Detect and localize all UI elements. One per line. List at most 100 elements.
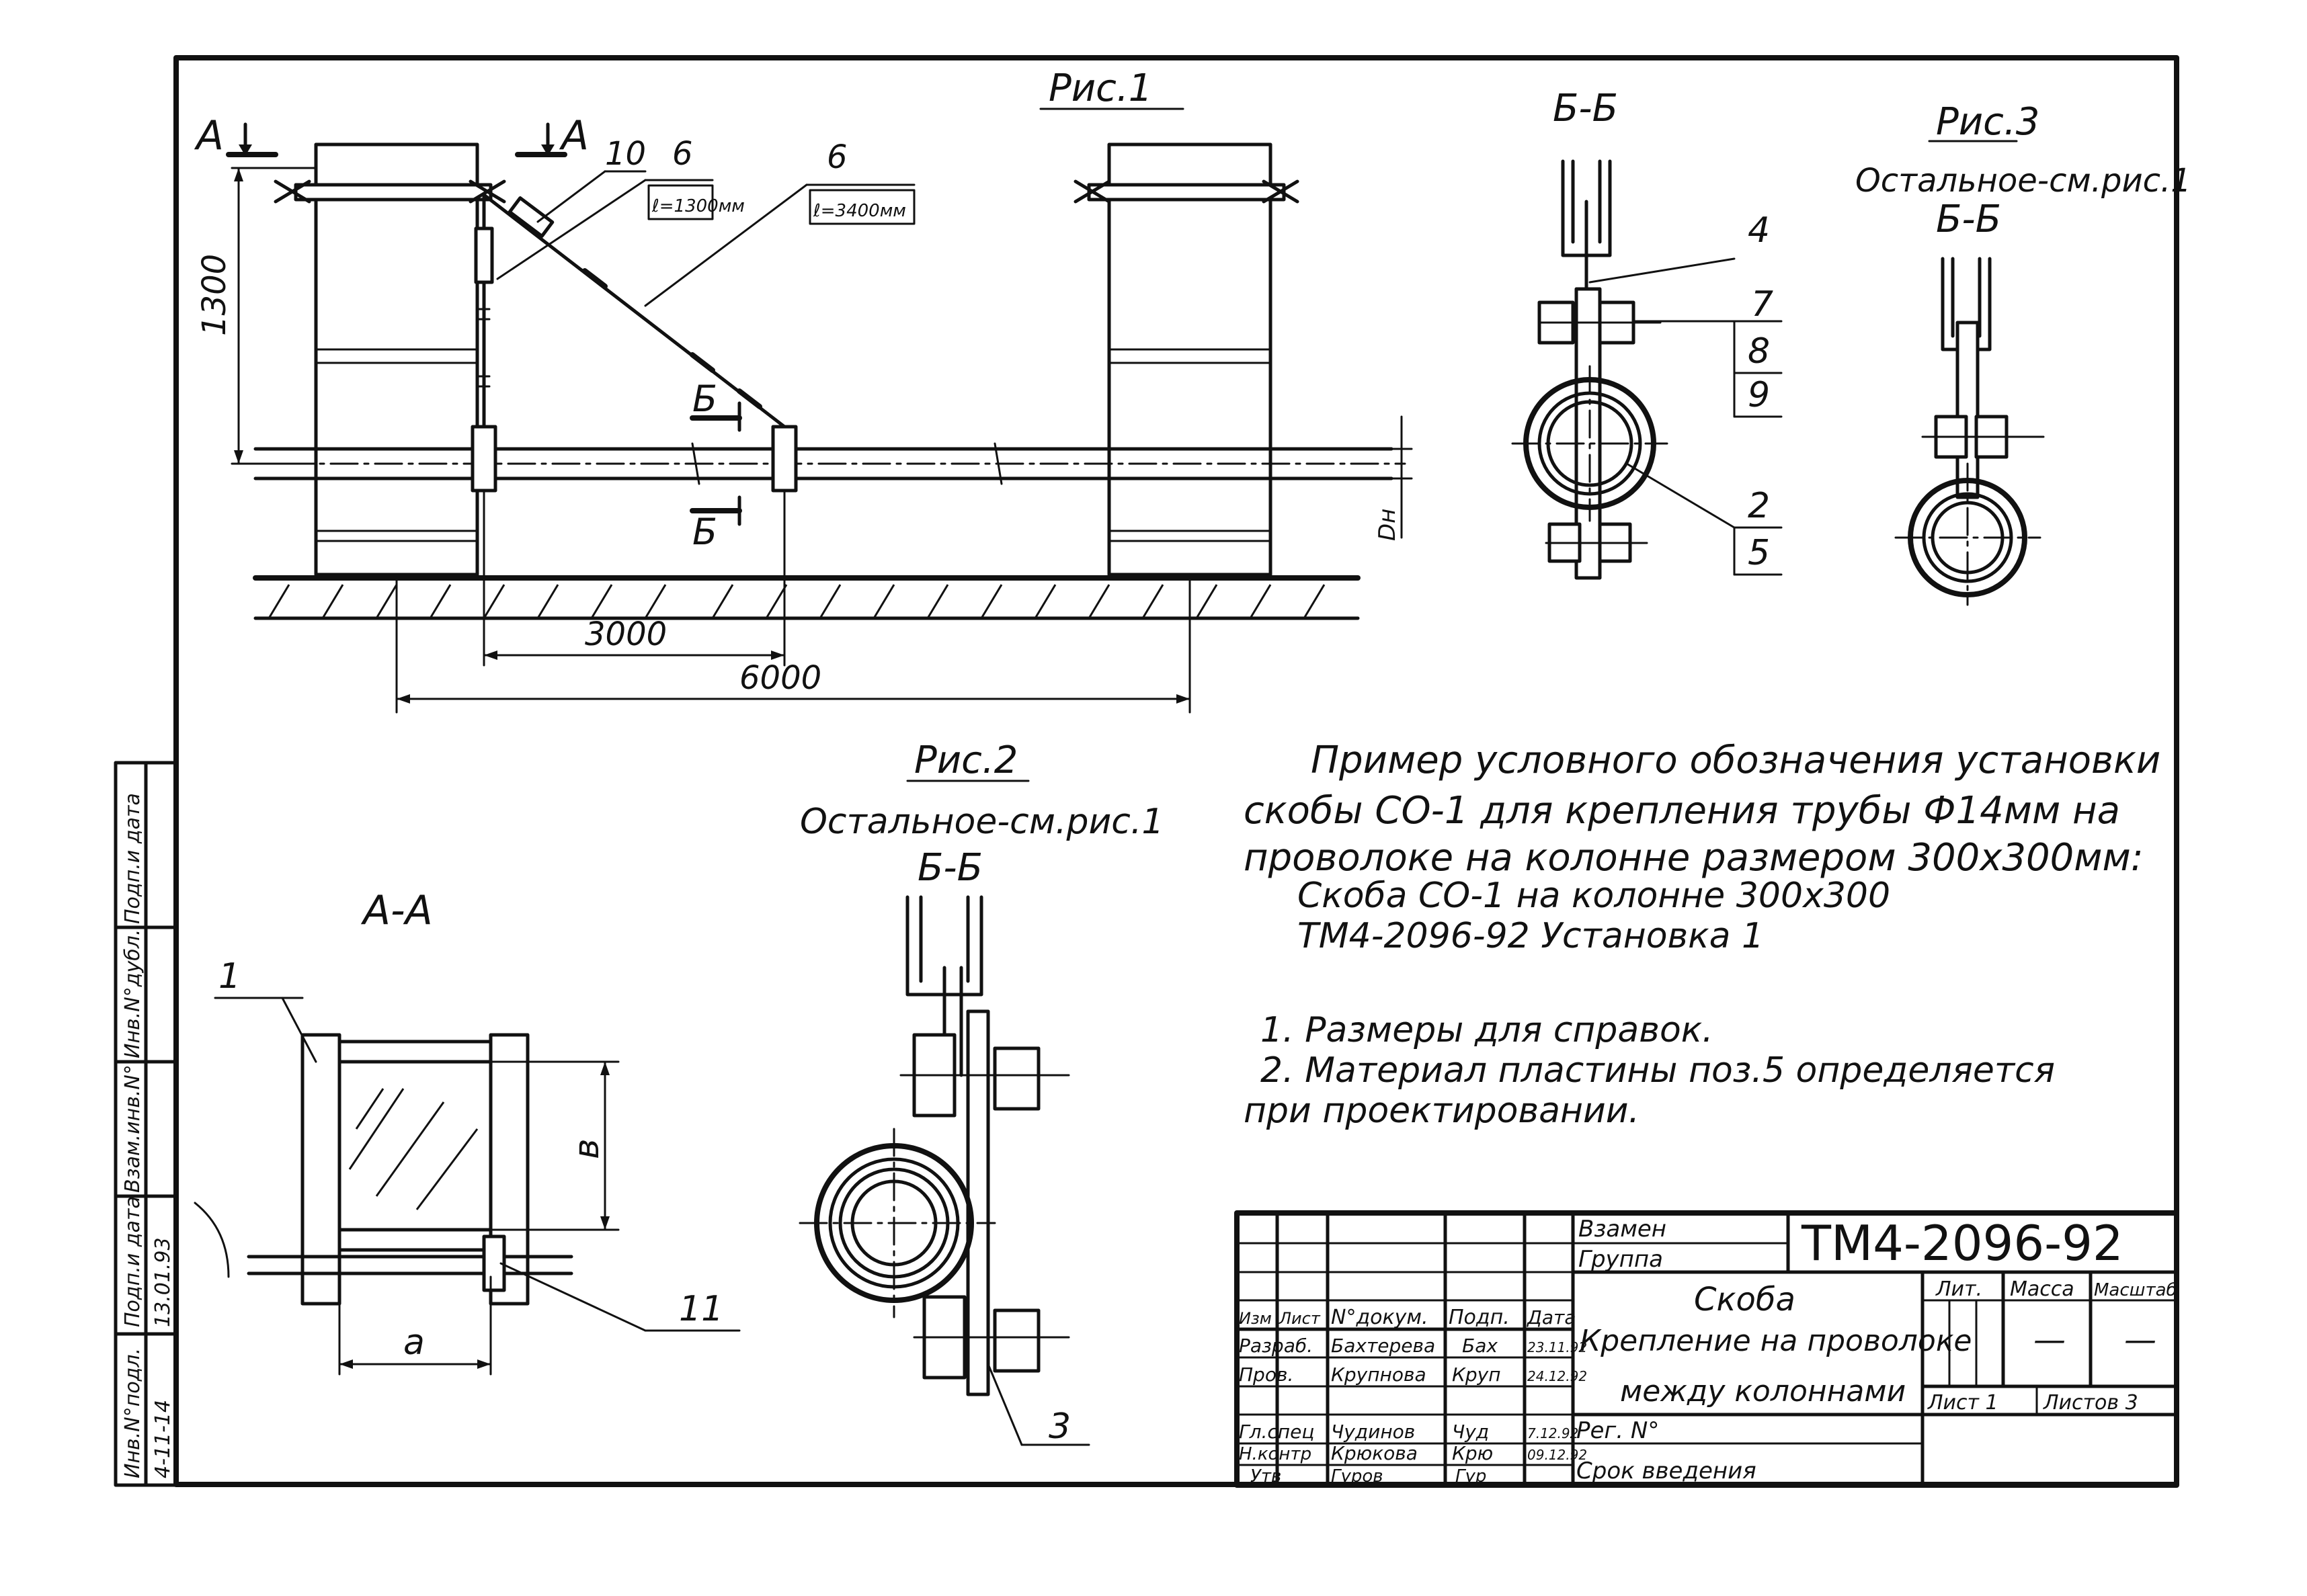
leader-10: 10 [536,135,647,223]
svg-text:Лист: Лист [1279,1309,1321,1328]
bb-pos-8: 8 [1748,331,1770,372]
dimension-3000: 3000 [483,489,786,667]
title-block: Изм Лист N°докум. Подп. Дата Разраб. Бах… [1234,1210,2179,1488]
tb-lit: Лит. [1935,1277,1982,1301]
svg-text:А: А [559,112,589,159]
dimension-6000: 6000 [395,573,1191,714]
tb-name-2: Крепление на проволоке [1580,1324,1972,1358]
bb-pos-2: 2 [1748,486,1770,526]
side-stamp-c3: Взам.инв.N° [121,1064,145,1193]
tb-reg: Рег. N° [1576,1417,1659,1444]
fig2-pos-3: 3 [1049,1406,1071,1447]
section-bb-main: Б-Б 4 7 8 9 2 5 [1511,87,1783,580]
svg-text:3000: 3000 [585,616,667,653]
tb-scale-value: — [2124,1321,2156,1359]
pipe-hanger-mid [771,425,798,493]
svg-text:Круп: Круп [1452,1363,1501,1386]
svg-text:Бахтерева: Бахтерева [1331,1335,1435,1357]
tb-name-3: между колоннами [1620,1374,1906,1409]
pipe-hanger-left [471,425,497,493]
svg-text:Крю: Крю [1452,1442,1493,1464]
side-stamp: Инв.N°подл. 4-11-14 Подп.и дата 13.01.93… [114,761,230,1487]
svg-text:Крупнова: Крупнова [1331,1363,1426,1386]
svg-text:Разраб.: Разраб. [1239,1335,1313,1357]
svg-text:А: А [194,112,224,159]
svg-text:Гур: Гур [1455,1466,1486,1486]
section-marker-a-right: А [515,112,589,159]
example-line-4: Скоба СО-1 на колонне 300х300 [1297,876,1890,916]
svg-text:Dн: Dн [1374,509,1401,541]
svg-text:6000: 6000 [739,659,821,697]
leader-6a: 6 ℓ=1300мм [496,135,745,280]
tb-sheet: Лист 1 [1927,1391,1998,1415]
bb-pos-7: 7 [1751,284,1773,325]
aa-dim-b: в [567,1138,607,1159]
svg-text:Гуров: Гуров [1331,1466,1383,1486]
svg-text:Подп.: Подп. [1449,1306,1510,1329]
dimension-1300: 1300 [196,167,317,465]
bb-pos-4: 4 [1748,210,1770,251]
figure-3: Рис.3 Остальное-см.рис.1 Б-Б [1855,100,2191,606]
section-marker-b-bottom: Б [690,495,742,553]
svg-text:Пров.: Пров. [1239,1363,1293,1386]
aa-pos-1: 1 [218,956,241,997]
pos-6a-label: 6 [672,135,693,173]
section-aa-title: А-А [360,887,433,934]
example-line-3: проволоке на колонне размером 300х300мм: [1244,836,2144,880]
side-stamp-v1: 4-11-14 [151,1400,175,1478]
column-clamp-right [1074,179,1299,204]
svg-text:24.12.92: 24.12.92 [1527,1368,1587,1384]
svg-text:Изм: Изм [1239,1309,1272,1328]
pos-10-label: 10 [605,135,646,173]
tb-sheets: Листов 3 [2043,1391,2138,1415]
svg-text:Чуд: Чуд [1452,1421,1489,1443]
floor [253,575,1361,620]
svg-text:1300: 1300 [196,254,233,336]
section-bb-title: Б-Б [1553,87,1618,130]
tb-doc-number: ТМ4-2096-92 [1801,1215,2123,1271]
figure-1: Рис.1 [194,67,1413,714]
aa-pos-11: 11 [679,1289,723,1329]
column-left [314,142,479,577]
svg-text:Чудинов: Чудинов [1331,1421,1415,1443]
fig3-rest-note: Остальное-см.рис.1 [1855,162,2191,200]
section-marker-a-left: А [194,112,278,159]
tb-mass-value: — [2033,1321,2066,1359]
fig1-caption: Рис.1 [1049,67,1152,110]
figure-2: Рис.2 Остальное-см.рис.1 Б-Б 3 [799,739,1164,1447]
fig3-section-bb: Б-Б [1936,198,2001,241]
svg-text:Н.контр: Н.контр [1239,1444,1311,1464]
side-stamp-v2: 13.01.93 [151,1237,175,1327]
example-designation: Пример условного обозначения установки с… [1244,739,2160,956]
turnbuckle [508,196,555,238]
fig2-section-bb: Б-Б [918,846,983,890]
bb-pos-9: 9 [1748,375,1770,415]
pos-6b-label: 6 [827,138,848,176]
tb-srok: Срок введения [1576,1458,1756,1484]
svg-text:23.11.92: 23.11.92 [1527,1339,1587,1355]
tb-massa: Масса [2010,1277,2074,1301]
example-line-2: скобы СО-1 для крепления трубы Ф14мм на [1244,789,2120,833]
fig3-caption: Рис.3 [1936,100,2039,144]
section-aa: А-А 1 11 в а [214,887,741,1376]
leader-6b: 6 ℓ=3400мм [644,138,916,307]
section-marker-b-top: Б [690,378,742,432]
aa-dim-a: а [403,1322,425,1363]
note-3: при проектировании. [1244,1091,1640,1131]
tb-vzamen: Взамен [1578,1216,1666,1243]
tb-name-1: Скоба [1694,1281,1795,1318]
side-stamp-c4: Инв.N°дубл. [121,929,145,1058]
pipe [241,442,1406,485]
column-clamp-left [274,179,506,204]
svg-text:Б: Б [692,378,717,420]
example-line-1: Пример условного обозначения установки [1311,739,2160,782]
dimension-dn: Dн [1374,415,1413,541]
len-3400-label: ℓ=3400мм [813,201,906,221]
svg-text:Крюкова: Крюкова [1331,1442,1418,1464]
wire-vertical [474,193,494,429]
svg-text:Утв: Утв [1250,1466,1281,1486]
fig2-caption: Рис.2 [914,739,1018,782]
svg-text:09.12.92: 09.12.92 [1527,1447,1587,1463]
tb-gruppa: Группа [1578,1246,1663,1273]
